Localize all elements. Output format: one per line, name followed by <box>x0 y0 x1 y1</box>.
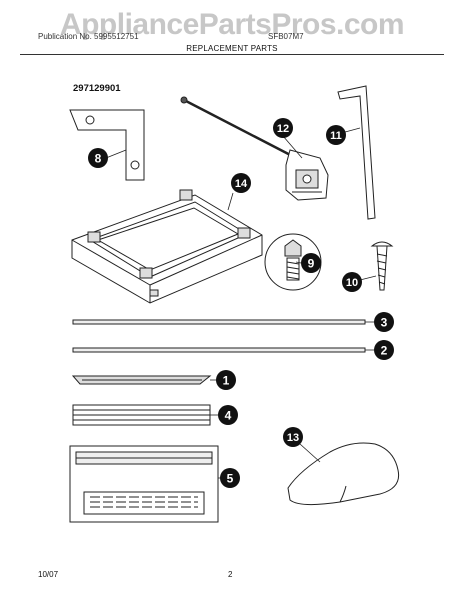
callout-1-label: 1 <box>223 374 230 388</box>
callout-11-label: 11 <box>330 130 342 142</box>
part-13-cover <box>287 442 400 506</box>
callout-2: 2 <box>374 340 394 360</box>
callout-12: 12 <box>273 118 293 138</box>
section-title: REPLACEMENT PARTS <box>186 44 278 53</box>
callout-12-label: 12 <box>277 123 289 135</box>
page-number: 2 <box>228 570 233 579</box>
part-10-screw <box>370 241 394 291</box>
callout-4: 4 <box>218 405 238 425</box>
part-1-strip <box>71 375 212 385</box>
callout-9-label: 9 <box>308 257 315 271</box>
callout-10: 10 <box>342 272 362 292</box>
callout-3-label: 3 <box>381 316 388 330</box>
callout-13-label: 13 <box>287 432 299 444</box>
header-rule <box>20 54 444 55</box>
callout-8: 8 <box>88 148 108 168</box>
part-12-linkage <box>180 96 329 201</box>
callout-9: 9 <box>301 253 321 273</box>
part-11-hex-wrench <box>337 85 376 220</box>
model-number: SFB07M7 <box>268 32 304 41</box>
watermark: AppliancePartsPros.com <box>59 8 405 41</box>
part-2-strip <box>72 347 366 353</box>
callout-14: 14 <box>231 173 251 193</box>
callout-10-label: 10 <box>346 277 358 289</box>
footer-date: 10/07 <box>38 570 59 579</box>
part-4-panel <box>72 404 211 426</box>
leader-lines <box>105 127 377 479</box>
part-3-strip <box>72 319 366 325</box>
callout-11: 11 <box>326 125 346 145</box>
callout-2-label: 2 <box>381 344 388 358</box>
callout-4-label: 4 <box>225 409 232 423</box>
callout-5-label: 5 <box>227 472 234 486</box>
part-8-bracket <box>69 109 145 181</box>
callout-3: 3 <box>374 312 394 332</box>
callout-14-label: 14 <box>235 178 248 190</box>
publication-number: Publication No. 5995512751 <box>38 32 139 41</box>
part-14-base-frame <box>71 189 263 304</box>
callout-5: 5 <box>220 468 240 488</box>
callout-13: 13 <box>283 427 303 447</box>
callout-8-label: 8 <box>95 152 102 166</box>
callout-1: 1 <box>216 370 236 390</box>
part-9-screw-detail <box>264 233 322 291</box>
part-number: 297129901 <box>73 83 121 94</box>
part-5-grille <box>69 445 219 523</box>
